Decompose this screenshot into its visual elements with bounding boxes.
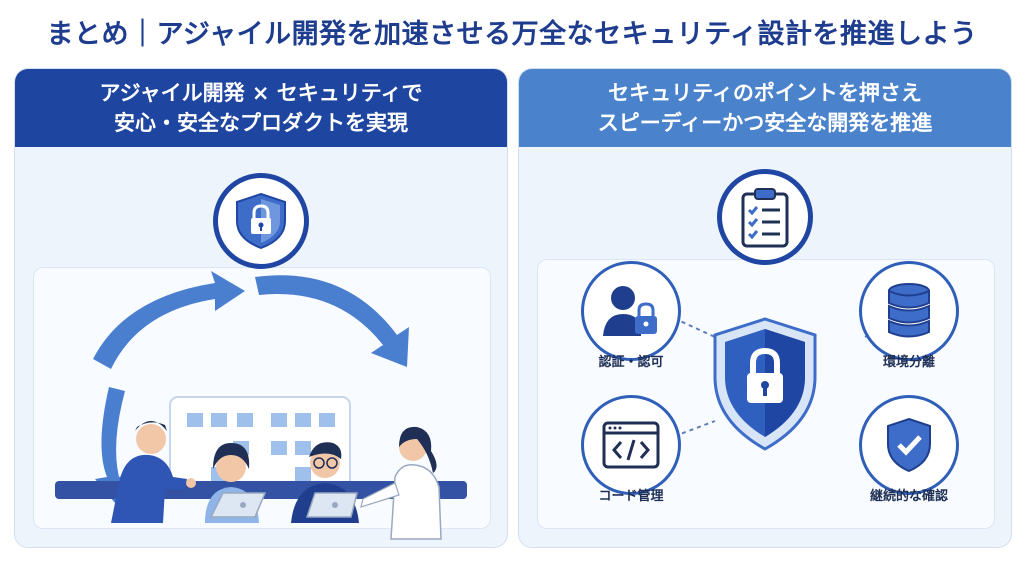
node-code-label: コード管理 bbox=[598, 489, 664, 504]
left-heading-line1: アジャイル開発 × セキュリティで bbox=[99, 81, 423, 105]
agile-team-illustration bbox=[55, 271, 467, 540]
user-lock-icon bbox=[603, 286, 657, 336]
cycle-arrows-icon bbox=[93, 271, 409, 503]
node-check bbox=[859, 395, 959, 495]
right-panel: セキュリティのポイントを押さえ スピーディーかつ安全な開発を推進 bbox=[518, 68, 1012, 548]
node-auth bbox=[581, 261, 681, 361]
node-code bbox=[581, 395, 681, 495]
center-shield-lock-icon bbox=[713, 317, 817, 451]
left-heading-line2: 安心・安全なプロダクトを実現 bbox=[114, 111, 408, 135]
node-env bbox=[859, 261, 959, 361]
right-badge bbox=[717, 169, 813, 265]
code-window-icon bbox=[602, 421, 660, 469]
shield-check-icon bbox=[887, 417, 931, 473]
node-env-label: 環境分離 bbox=[882, 355, 935, 370]
left-badge bbox=[213, 173, 309, 269]
node-auth-label: 認証・認可 bbox=[598, 355, 664, 370]
right-heading-line2: スピーディーかつ安全な開発を推進 bbox=[597, 111, 933, 135]
database-icon bbox=[888, 283, 930, 338]
page-title: まとめ｜アジャイル開発を加速させる万全なセキュリティ設計を推進しよう bbox=[46, 18, 978, 50]
clipboard-checklist-icon bbox=[741, 188, 789, 248]
right-heading-line1: セキュリティのポイントを押さえ bbox=[608, 81, 922, 105]
left-panel: アジャイル開発 × セキュリティで 安心・安全なプロダクトを実現 bbox=[14, 68, 508, 548]
shield-lock-icon bbox=[236, 192, 286, 250]
right-panel-header: セキュリティのポイントを押さえ スピーディーかつ安全な開発を推進 bbox=[519, 69, 1011, 147]
node-check-label: 継続的な確認 bbox=[869, 489, 948, 504]
left-panel-header: アジャイル開発 × セキュリティで 安心・安全なプロダクトを実現 bbox=[15, 69, 507, 147]
